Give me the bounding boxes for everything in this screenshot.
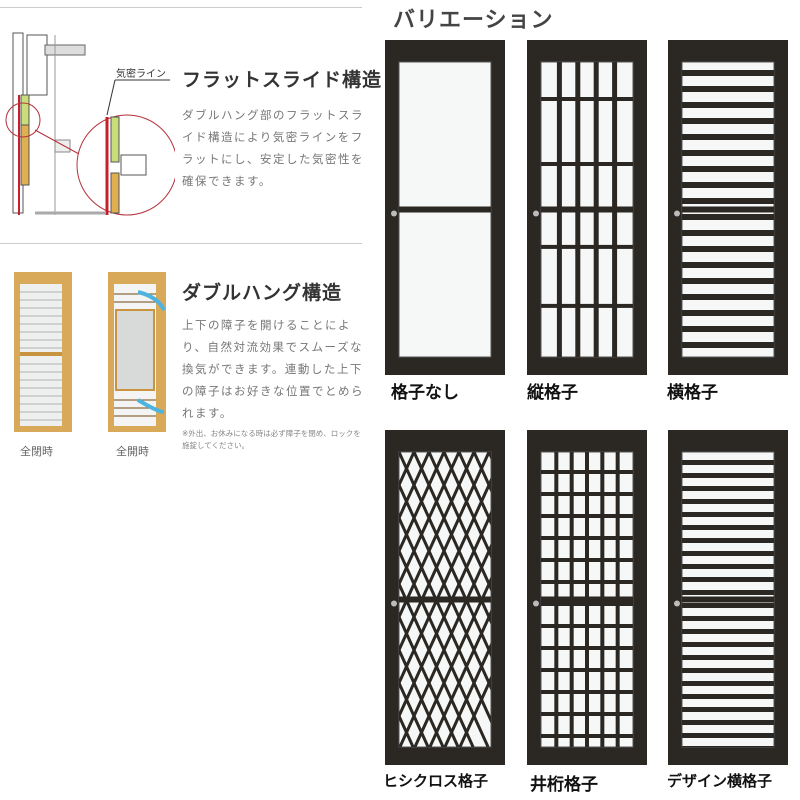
door-handle: [391, 210, 397, 217]
door-mid-rail: [541, 206, 633, 213]
variations-title: バリエーション: [393, 8, 554, 33]
variation-label: 縦格子: [527, 383, 578, 403]
variation-label: デザイン横格子: [667, 772, 773, 790]
double-hung-note: ※外出、お休みになる時は必ず障子を閉め、ロックを施錠してください。: [182, 429, 361, 450]
caption-open: 全開時: [116, 445, 149, 458]
door-design-horizontal-image: [668, 430, 788, 765]
door-mid-rail: [682, 596, 774, 603]
door-handle: [533, 210, 539, 217]
airtight-line-label: 気密ライン: [116, 69, 166, 80]
window-closed-image: [14, 272, 72, 432]
door-vertical-image: [527, 40, 647, 375]
double-hung-heading: ダブルハング構造: [182, 282, 343, 304]
variation-label: ヒシクロス格子: [383, 772, 489, 790]
door-handle: [533, 600, 539, 607]
door-none-image: [385, 40, 505, 375]
door-horizontal-image: [668, 40, 788, 375]
door-mid-rail: [399, 596, 491, 603]
double-hung-body: 上下の障子を開けることにより、自然対流効果でスムーズな換気ができます。連動した上…: [182, 318, 364, 420]
door-grid-image: [527, 430, 647, 765]
variation-label: 横格子: [667, 383, 718, 403]
flat-slide-body: ダブルハング部のフラットスライド構造により気密ラインをフラットにし、安定した気密…: [182, 108, 364, 188]
divider: [0, 7, 362, 8]
door-mid-rail: [682, 206, 774, 213]
door-diamond-image: [385, 430, 505, 765]
caption-closed: 全閉時: [20, 445, 53, 458]
variation-label: 井桁格子: [530, 775, 598, 795]
flat-slide-heading: フラットスライド構造: [182, 69, 383, 91]
door-handle: [391, 600, 397, 607]
door-handle: [674, 600, 680, 607]
door-handle: [674, 210, 680, 217]
door-mid-rail: [541, 596, 633, 603]
variation-label: 格子なし: [391, 383, 459, 403]
flat-slide-section-diagram: [5, 32, 175, 216]
divider: [0, 243, 362, 244]
window-open-image: [108, 272, 166, 432]
door-mid-rail: [399, 206, 491, 213]
